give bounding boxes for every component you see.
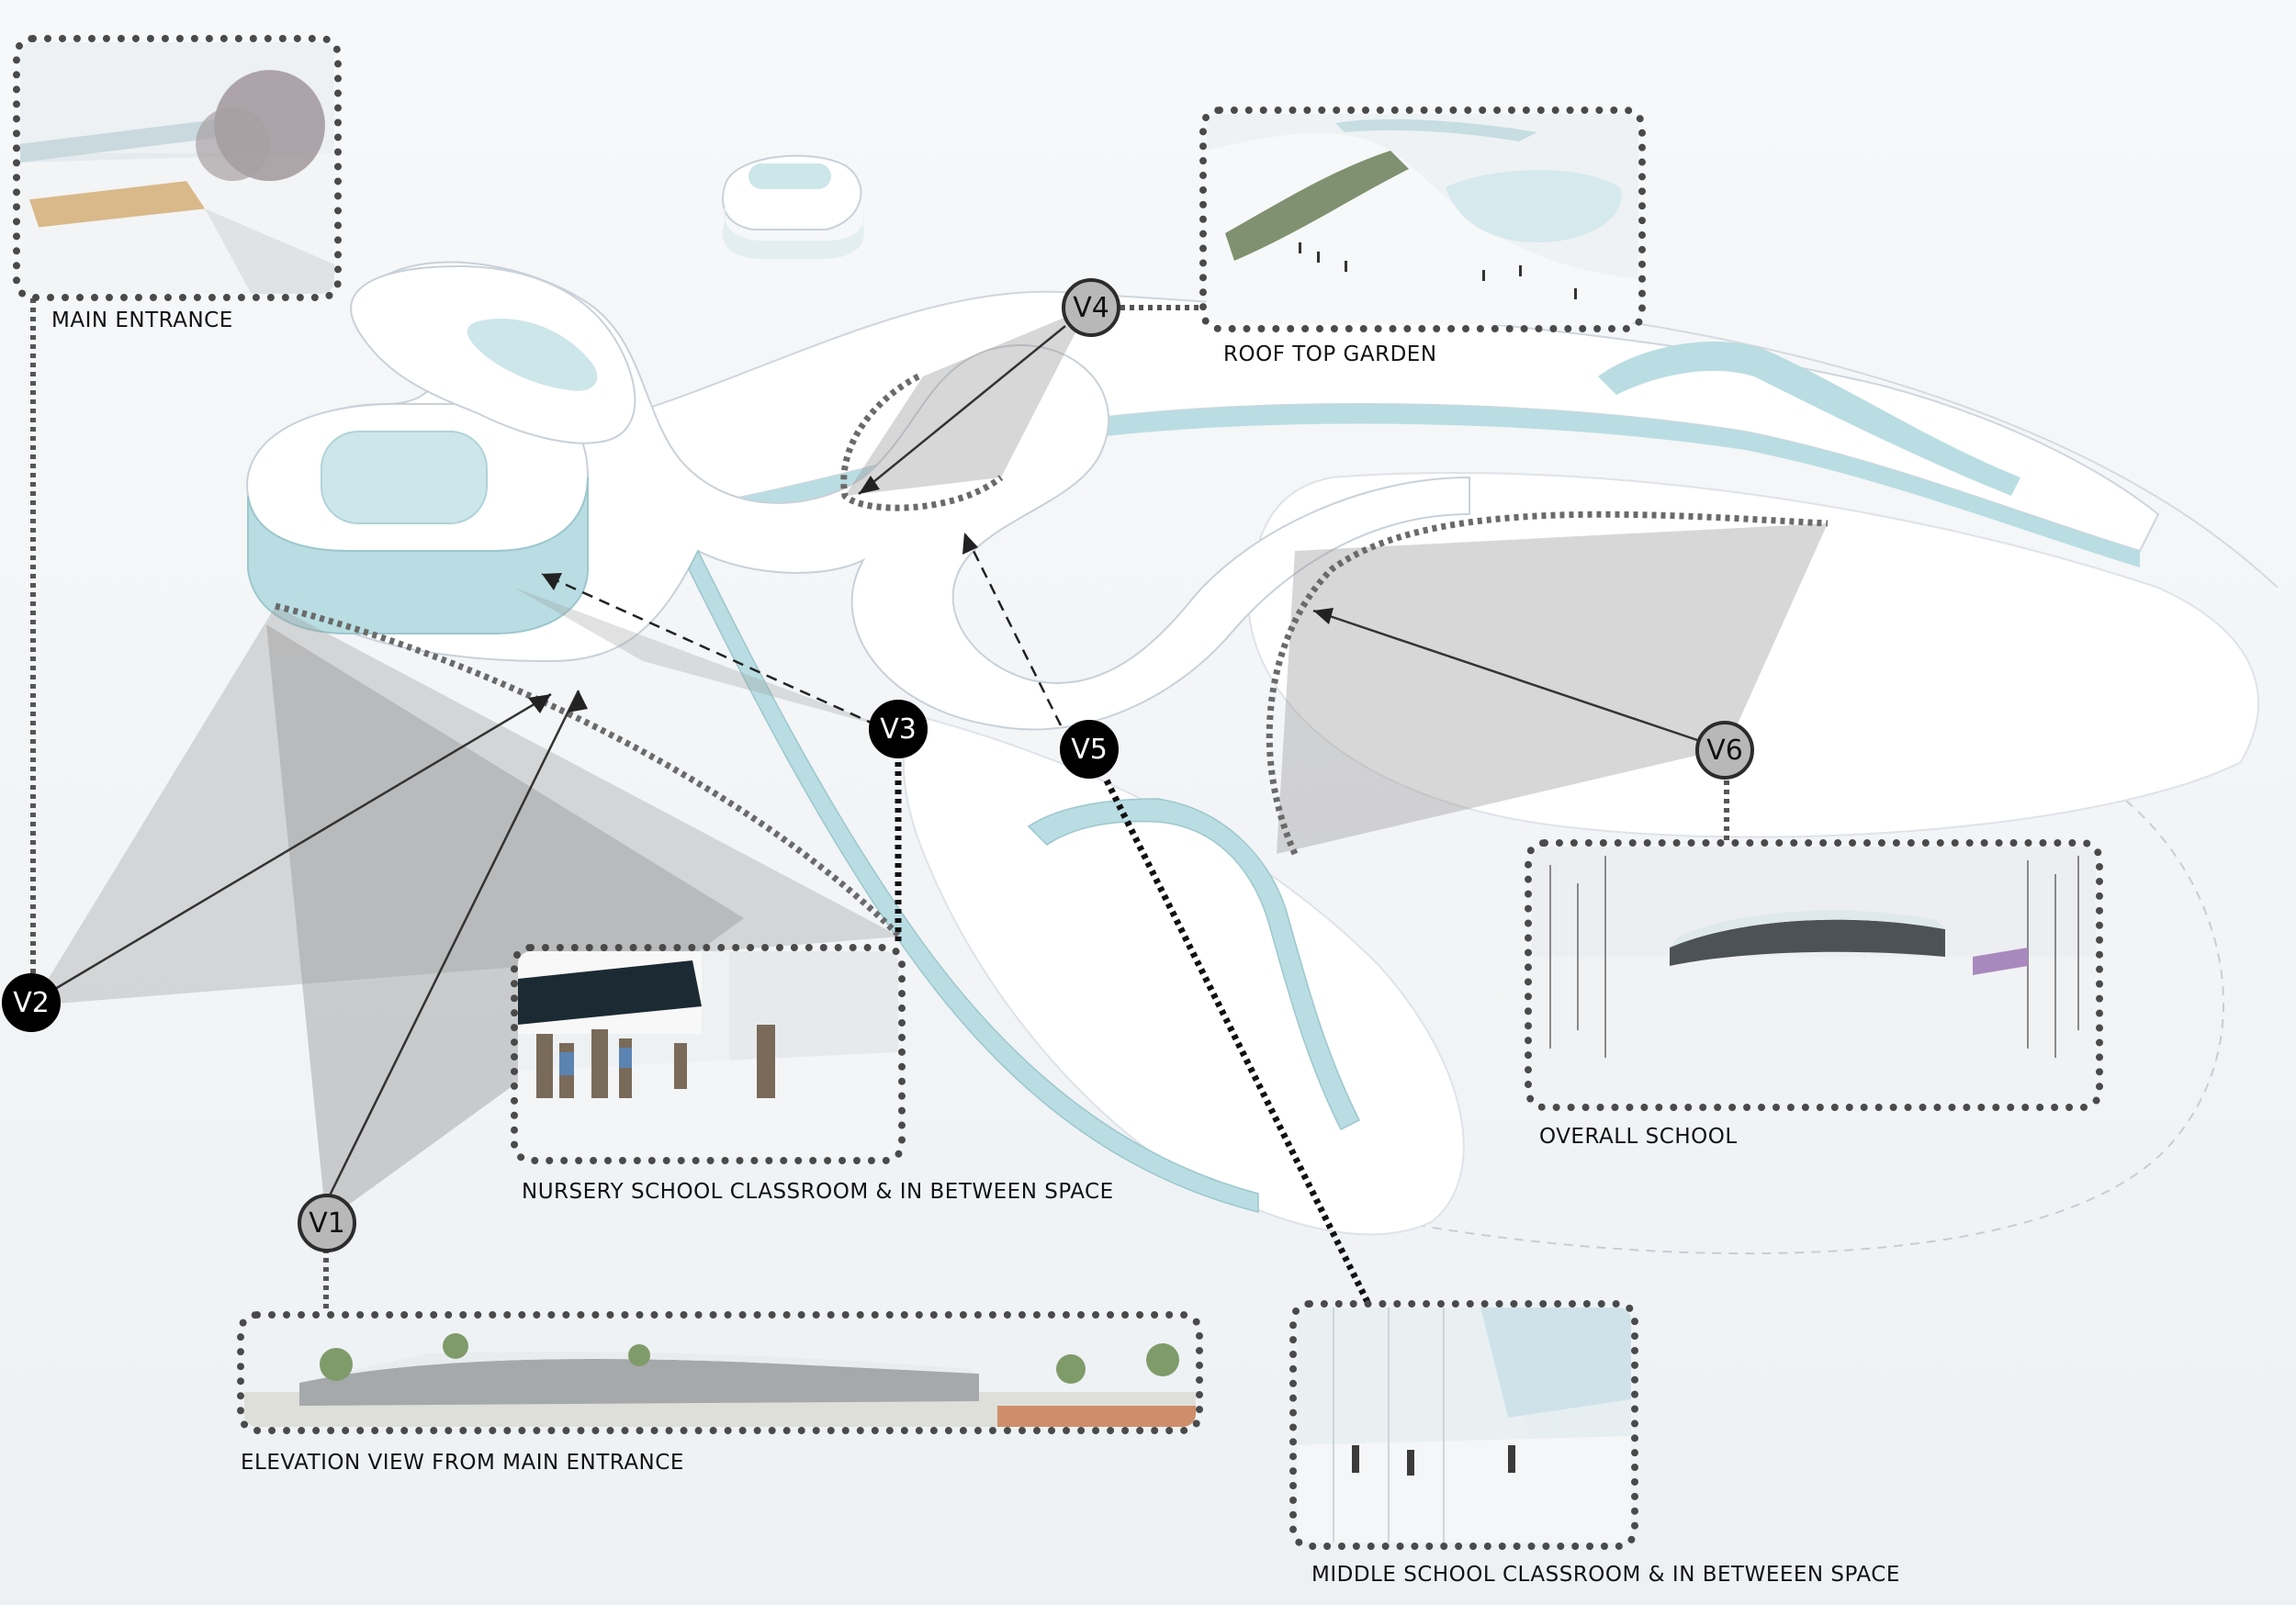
sightline-v1 [324,690,580,1204]
thumbnail-nursery-school [511,944,906,1164]
view-marker-v5[interactable]: V5 [1060,720,1119,779]
caption-overall-school: OVERALL SCHOOL [1539,1125,1738,1149]
sightline-v2 [50,692,552,993]
arrowhead-v6 [1313,608,1334,624]
pavilion-facade [722,202,864,259]
west-courtyard [321,431,488,524]
ground-slab-east [1247,472,2259,838]
cone-edge-v2 [275,602,903,939]
site-contour [1560,311,2279,589]
east-loop [1027,798,1361,1131]
cone-edge-v4 [840,373,1004,511]
view-marker-v2[interactable]: V2 [2,973,61,1032]
arrowhead-v5 [962,533,978,555]
sightline-v6 [1312,609,1709,746]
north-pavilion-court [748,163,831,189]
view-marker-v3[interactable]: V3 [869,700,928,758]
thumbnail-overall-school [1525,839,2103,1111]
view-cone-v4 [845,308,1088,496]
caption-main-entrance: MAIN ENTRANCE [51,309,233,332]
thumbnail-roof-top-garden [1199,107,1646,332]
arrowhead-v3 [542,573,562,590]
east-wing [1598,341,2020,496]
view-cone-v1 [266,624,744,1221]
caption-elevation-view: ELEVATION VIEW FROM MAIN ENTRANCE [241,1451,684,1475]
cone-edge-v6 [1266,511,1829,856]
sightline-v4 [858,325,1066,495]
sightline-v3 [541,572,878,727]
arrowhead-v1 [568,690,588,713]
arrowhead-v2 [528,694,551,713]
south-wing-facade [688,549,1259,1213]
west-cylinder-facade [247,477,589,634]
view-cone-v3 [514,588,895,730]
arrowhead-v4 [859,476,880,494]
view-marker-v1[interactable]: V1 [298,1194,356,1252]
thumbnail-elevation-view [237,1311,1203,1434]
view-cone-v6 [1277,523,1828,854]
thumbnail-middle-school [1289,1300,1638,1550]
view-marker-v6[interactable]: V6 [1695,721,1754,780]
leader-v5 [1103,779,1372,1306]
thumbnail-main-entrance [13,35,342,301]
view-cone-v2 [32,606,900,1005]
central-courtyard [467,318,598,391]
site-boundary [1175,789,2225,1255]
caption-middle-school: MIDDLE SCHOOL CLASSROOM & IN BETWEEEN SP… [1311,1563,1900,1587]
caption-nursery-school: NURSERY SCHOOL CLASSROOM & IN BETWEEN SP… [522,1180,1114,1204]
caption-roof-top-garden: ROOF TOP GARDEN [1223,342,1437,366]
view-marker-v4[interactable]: V4 [1062,278,1120,337]
